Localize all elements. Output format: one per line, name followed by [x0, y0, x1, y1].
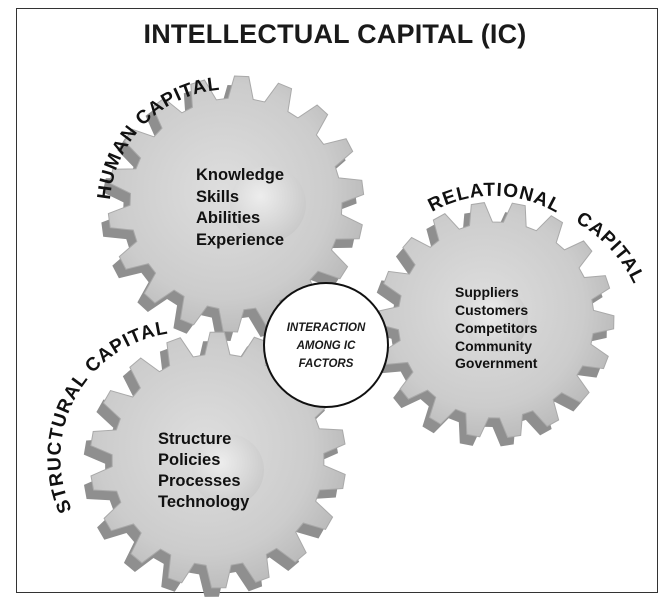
gear-hub	[464, 288, 528, 352]
relational-capital-label-part1: RELATIONAL	[425, 180, 565, 218]
human-item-abilities: Abilities	[196, 209, 260, 227]
structural-capital-items: Structure Policies Processes Technology	[158, 430, 250, 511]
structural-item-structure: Structure	[158, 430, 231, 448]
human-item-skills: Skills	[196, 188, 239, 206]
relational-item-suppliers: Suppliers	[455, 284, 519, 300]
center-line-1: INTERACTION	[287, 322, 366, 334]
gear-structural-capital	[83, 331, 346, 597]
gear-human-capital	[101, 75, 365, 341]
human-item-experience: Experience	[196, 231, 284, 249]
gear-relational-capital	[371, 202, 615, 447]
gear-hub	[192, 434, 264, 506]
structural-item-processes: Processes	[158, 472, 241, 490]
relational-item-government: Government	[455, 355, 538, 371]
relational-item-competitors: Competitors	[455, 320, 538, 336]
gear-hub	[230, 166, 306, 242]
structural-item-technology: Technology	[158, 493, 250, 511]
relational-label-part1-text: RELATIONAL	[425, 180, 564, 218]
relational-item-customers: Customers	[455, 302, 528, 318]
diagram-title: INTELLECTUAL CAPITAL (IC)	[143, 19, 527, 49]
center-line-2: AMONG IC	[296, 340, 356, 352]
center-line-3: FACTORS	[299, 358, 354, 370]
human-item-knowledge: Knowledge	[196, 166, 284, 184]
human-capital-items: Knowledge Skills Abilities Experience	[196, 166, 284, 249]
relational-capital-items: Suppliers Customers Competitors Communit…	[455, 284, 538, 371]
interaction-circle: INTERACTION AMONG IC FACTORS	[263, 282, 389, 408]
relational-item-community: Community	[455, 338, 532, 354]
structural-item-policies: Policies	[158, 451, 220, 469]
